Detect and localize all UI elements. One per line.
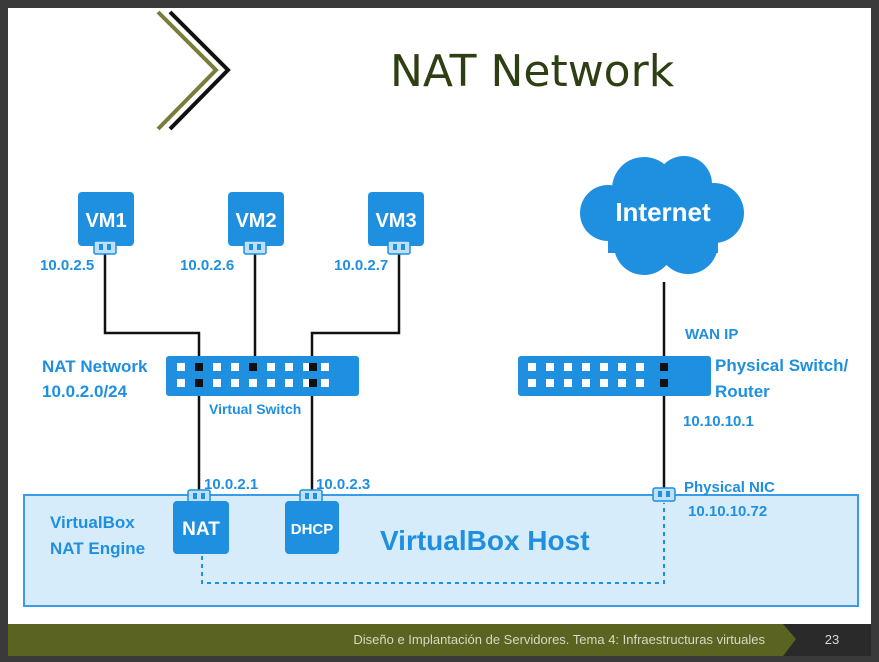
virtualbox-host-area: [23, 494, 859, 607]
slide: NAT Network VM1 VM2 VM3 10.0.2.5 10.: [8, 8, 871, 656]
router-ip: 10.10.10.1: [683, 413, 754, 430]
internet-cloud-icon: [580, 156, 744, 275]
nat-engine-label-line2: NAT Engine: [50, 539, 145, 558]
nat-to-nic-dashed-link: [201, 503, 665, 584]
wan-ip-label: WAN IP: [685, 326, 738, 343]
footer-page-tab: [783, 624, 871, 656]
nat-box-label: NAT: [182, 519, 220, 540]
dhcp-ip: 10.0.2.3: [316, 476, 370, 493]
physical-switch-icon: [518, 356, 711, 396]
vm1-ip: 10.0.2.5: [40, 257, 94, 274]
virtualbox-host-label: VirtualBox Host: [380, 525, 590, 556]
nat-ip: 10.0.2.1: [204, 476, 258, 493]
vm3-node: VM3: [368, 192, 424, 246]
nat-network-subnet: 10.0.2.0/24: [42, 382, 128, 401]
vm2-node: VM2: [228, 192, 284, 246]
vm3-label: VM3: [375, 210, 416, 232]
internet-label: Internet: [615, 197, 711, 227]
nat-network-label: NAT Network: [42, 357, 148, 376]
header-chevron-decoration: [108, 10, 358, 131]
vm2-ip: 10.0.2.6: [180, 257, 234, 274]
nat-network-diagram: NAT Network VM1 VM2 VM3 10.0.2.5 10.: [8, 10, 871, 656]
physical-nic-label: Physical NIC: [684, 479, 775, 496]
virtual-switch-label: Virtual Switch: [209, 401, 301, 417]
footer-bar: [8, 624, 871, 656]
nat-engine-box: [173, 501, 229, 554]
page-number: 23: [825, 632, 839, 647]
slide-title: NAT Network: [390, 46, 675, 97]
nic-icon: [243, 240, 267, 255]
vm1-label: VM1: [85, 210, 126, 232]
dhcp-server-box: [285, 501, 339, 554]
physical-nic-ip: 10.10.10.72: [688, 503, 767, 520]
nic-icon: [299, 489, 323, 504]
physical-switch-label: Physical Switch/: [715, 356, 848, 375]
connection-lines: [103, 253, 666, 492]
footer-text: Diseño e Implantación de Servidores. Tem…: [353, 632, 765, 647]
vm2-label: VM2: [235, 210, 276, 232]
nat-engine-label: VirtualBox: [50, 513, 135, 532]
nic-icon: [93, 240, 117, 255]
router-label: Router: [715, 382, 770, 401]
dhcp-box-label: DHCP: [291, 521, 334, 538]
virtual-switch-icon: [166, 356, 359, 396]
vm3-ip: 10.0.2.7: [334, 257, 388, 274]
nic-icon: [387, 240, 411, 255]
vm1-node: VM1: [78, 192, 134, 246]
physical-nic-icon: [652, 487, 676, 502]
